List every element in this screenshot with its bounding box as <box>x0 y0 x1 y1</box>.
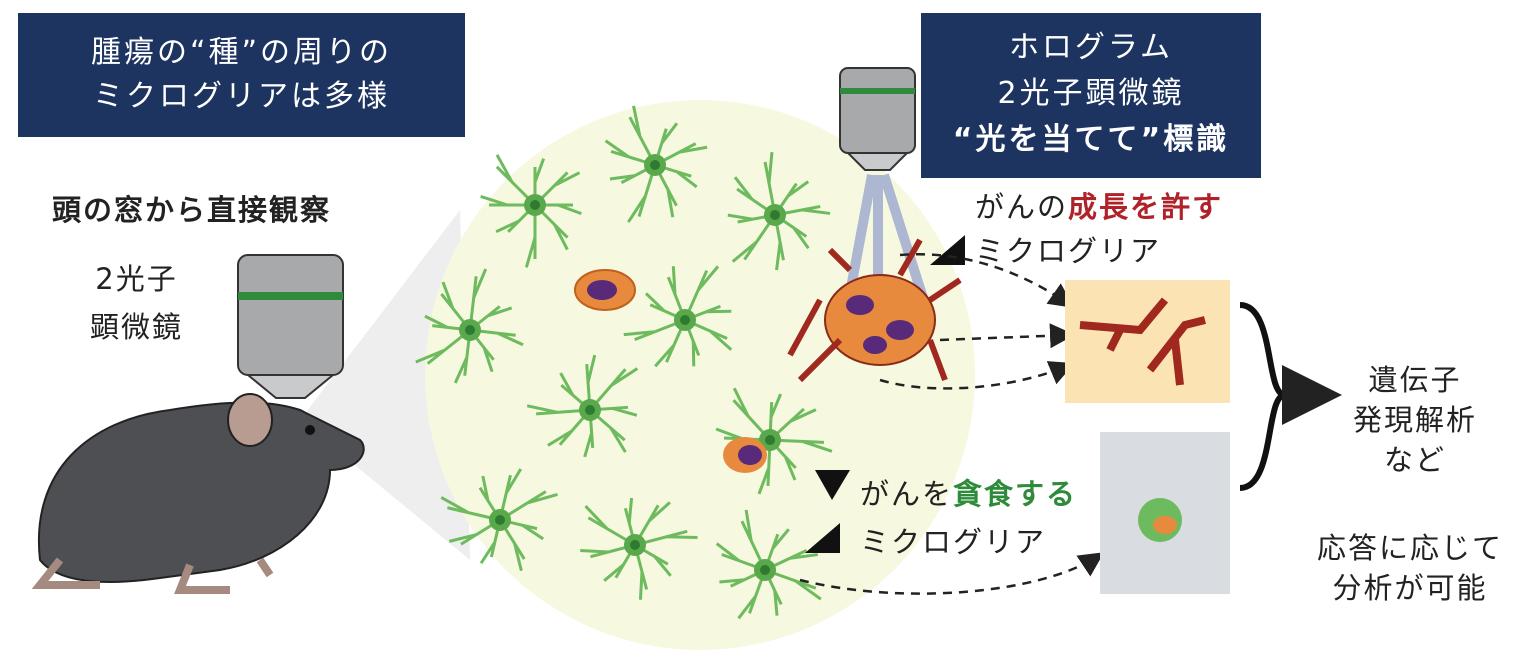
brain-field-circle <box>425 100 975 650</box>
response-line1: 応答に応じて <box>1316 531 1503 565</box>
microscope-label: 2光子 顕微鏡 <box>90 255 183 351</box>
response-line2: 分析が可能 <box>1332 571 1488 605</box>
microscope-label-line2: 顕微鏡 <box>90 310 184 344</box>
holo-line2: 2光子顕微鏡 <box>997 76 1185 111</box>
view-cone <box>300 210 470 560</box>
curly-brace-icon <box>1239 302 1287 491</box>
growth-microglia-sample <box>1065 280 1230 403</box>
growth-label: がんの成長を許す ミクログリア <box>975 185 1223 273</box>
microglia-icon <box>526 354 639 458</box>
result-line2: 発現解析 <box>1352 403 1477 437</box>
growth-highlight: 成長を許す <box>1068 190 1224 224</box>
dashed-arrows <box>799 253 1105 595</box>
microglia-icon <box>480 154 582 268</box>
microglia-icon <box>415 268 524 384</box>
result-label: 遺伝子 発現解析 など <box>1340 360 1490 480</box>
microglia-icon <box>623 265 733 368</box>
microglia-icon <box>727 151 831 271</box>
result-line1: 遺伝子 <box>1368 363 1462 397</box>
holo-line3: “光を当てて”標識 <box>952 122 1230 157</box>
eat-label: がんを貪食する ミクログリア <box>860 470 1077 566</box>
tumor-cell-icon <box>574 269 636 311</box>
observe-label: 頭の窓から直接観察 <box>52 193 332 227</box>
microscope-label-line1: 2光子 <box>95 262 178 296</box>
microglia-icon <box>580 497 698 600</box>
engulfing-cell-icon <box>723 437 767 473</box>
result-line3: など <box>1383 443 1446 477</box>
response-label: 応答に応じて 分析が可能 <box>1290 528 1530 608</box>
eat-highlight: 貪食する <box>953 477 1078 511</box>
growth-prefix: がんの <box>975 190 1069 224</box>
title-box: 腫瘍の“種”の周りの ミクログリアは多様 <box>18 13 465 137</box>
microscope-icon-left <box>237 254 344 416</box>
microglia-icon <box>715 509 822 620</box>
growth-line2: ミクログリア <box>975 234 1162 268</box>
microglia-icon <box>440 468 558 572</box>
holo-box: ホログラム 2光子顕微鏡 “光を当てて”標識 <box>921 13 1261 178</box>
pointer-triangle <box>815 470 850 500</box>
eat-prefix: がんを <box>860 477 954 511</box>
pointer-triangle <box>805 523 840 553</box>
eat-line2: ミクログリア <box>860 525 1047 559</box>
microglia-icon <box>604 105 708 223</box>
mouse-icon <box>31 393 365 594</box>
microglia-icon <box>715 387 833 495</box>
tumor-cluster-icon <box>787 238 962 383</box>
holo-line1: ホログラム <box>1008 30 1174 65</box>
title-line2: ミクログリアは多様 <box>93 79 390 114</box>
title-line1: 腫瘍の“種”の周りの <box>90 35 393 70</box>
